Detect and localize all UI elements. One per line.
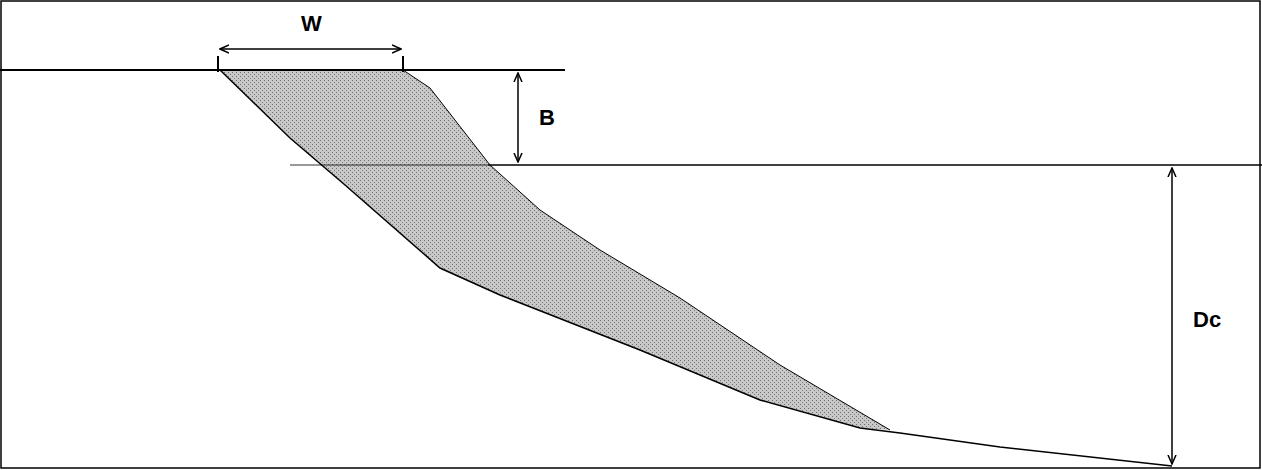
berm-level [0,69,565,71]
fill-surface [403,70,890,430]
depth-arrow [1171,168,1173,464]
seabed-profile [220,70,1172,466]
width-arrow [220,48,401,50]
dimension-tick [402,56,404,72]
height-label: B [537,106,557,130]
water-level [488,164,1262,166]
water-level-inner [290,165,488,166]
nourishment-fill [220,70,890,430]
width-label: W [299,12,324,36]
height-arrow [517,73,519,162]
dimension-tick [217,56,219,72]
depth-label: Dc [1191,308,1223,332]
